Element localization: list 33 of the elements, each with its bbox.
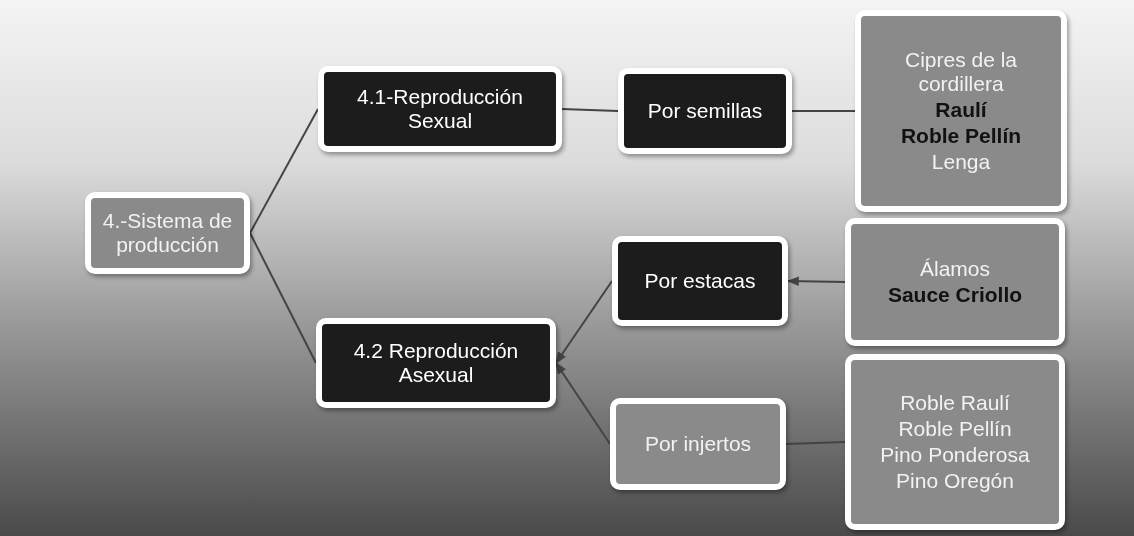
node-text: Cipres de la cordillera [903,46,1019,97]
connector-line [791,110,856,112]
node-box [855,10,1067,212]
connector-line [249,232,317,364]
node-box [610,398,786,490]
connector-line [555,362,611,445]
node-text: Roble Pellín [897,415,1013,442]
node-box [618,68,792,154]
node-text: Por estacas [643,267,757,294]
connector-line [555,280,613,364]
node-text: 4.-Sistema de producción [101,207,234,258]
node-text: 4.1-Reproducción Sexual [356,83,524,134]
node-box [318,66,562,152]
node-text: Pino Oregón [895,468,1015,495]
node-box [612,236,788,326]
connector-line [249,108,319,234]
connector-line [786,276,846,286]
connector-line [785,441,846,445]
node-box [85,192,250,274]
node-text: 4.2 Reproducción Asexual [352,337,520,388]
node-box [845,218,1065,346]
node-text: Raulí [934,96,988,123]
node-box [316,318,556,408]
connector-line [561,108,619,112]
node-text: Pino Ponderosa [879,442,1031,468]
node-box [845,354,1065,530]
node-text: Lenga [930,149,992,176]
node-text: Roble Raulí [899,389,1011,416]
node-text: Sauce Criollo [886,282,1024,308]
node-text: Álamos [919,255,991,282]
node-text: Roble Pellín [899,123,1023,150]
node-text: Por semillas [646,97,764,124]
node-text: Por injertos [643,430,753,457]
